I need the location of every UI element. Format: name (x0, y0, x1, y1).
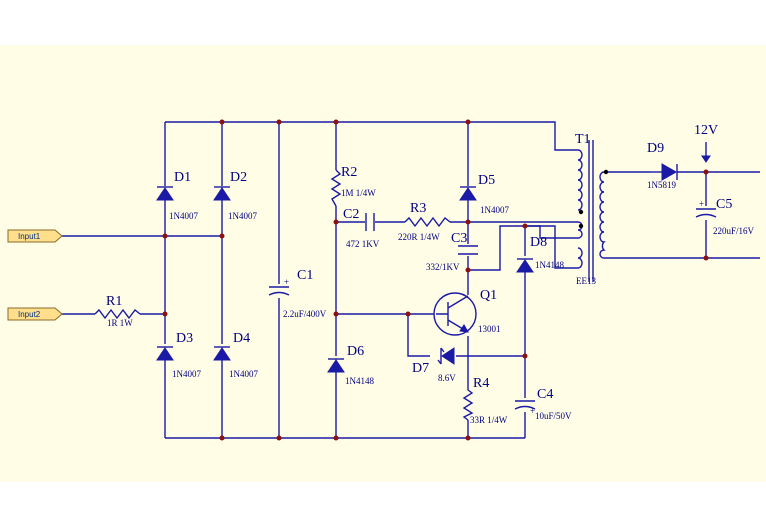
transformer-t1 (577, 140, 609, 282)
value-c1: 2.2uF/400V (283, 309, 327, 319)
wires (60, 121, 760, 439)
diode-d1 (156, 186, 174, 201)
label-d1: D1 (174, 170, 191, 185)
port-input1-label: Input1 (18, 232, 41, 241)
diode-d4 (213, 344, 231, 361)
value-t1: EE13 (576, 276, 596, 286)
label-r1: R1 (106, 294, 122, 309)
value-c5: 220uF/16V (713, 226, 755, 236)
label-c2: C2 (343, 207, 359, 222)
label-r4: R4 (473, 376, 489, 391)
value-c2: 472 1KV (346, 239, 380, 249)
label-r2: R2 (341, 165, 357, 180)
value-d9: 1N5819 (647, 180, 676, 190)
label-c1: C1 (297, 268, 313, 283)
capacitor-c3 (457, 244, 479, 256)
capacitor-c2 (365, 212, 375, 232)
label-d3: D3 (176, 331, 193, 346)
label-d8: D8 (530, 235, 547, 250)
diode-d8 (516, 256, 534, 273)
label-d7: D7 (412, 361, 429, 376)
label-q1: Q1 (480, 288, 497, 303)
diode-d9 (650, 163, 695, 181)
capacitor-c1: + (268, 277, 290, 298)
zener-d7 (436, 347, 455, 365)
output-voltage-label: 12V (694, 123, 718, 138)
label-d6: D6 (347, 344, 364, 359)
value-r2: 1M 1/4W (341, 188, 376, 198)
value-d5: 1N4007 (480, 205, 509, 215)
label-c5: C5 (716, 197, 732, 212)
value-d7: 8.6V (438, 373, 456, 383)
value-d3: 1N4007 (172, 369, 201, 379)
transistor-q1 (433, 292, 477, 336)
svg-text:+: + (284, 277, 289, 287)
port-input2: Input2 (7, 307, 63, 321)
resistor-r3 (404, 216, 451, 228)
value-r1: 1R 1W (107, 318, 133, 328)
schematic-sheet (0, 45, 766, 482)
value-d2: 1N4007 (228, 211, 257, 221)
output-arrow (701, 142, 711, 163)
label-d5: D5 (478, 173, 495, 188)
port-input2-label: Input2 (18, 310, 41, 319)
resistor-r4 (462, 389, 474, 421)
label-c3: C3 (451, 231, 467, 246)
value-q1: 13001 (478, 324, 501, 334)
label-d9: D9 (647, 141, 664, 156)
value-r4: 33R 1/4W (470, 415, 508, 425)
value-d8: 1N4148 (535, 260, 564, 270)
label-r3: R3 (410, 201, 426, 216)
diode-d5 (459, 186, 477, 201)
label-d4: D4 (233, 331, 250, 346)
svg-text:+: + (699, 199, 704, 209)
value-c4: 10uF/50V (535, 411, 572, 421)
value-r3: 220R 1/4W (398, 232, 440, 242)
value-d1: 1N4007 (169, 211, 198, 221)
capacitor-c5: + (695, 199, 717, 220)
value-d4: 1N4007 (229, 369, 258, 379)
resistor-r1 (94, 308, 141, 320)
label-t1: T1 (575, 132, 591, 147)
labels: D1 1N4007 D2 1N4007 D3 1N4007 D4 1N4007 … (106, 123, 755, 425)
diode-d3 (156, 344, 174, 361)
value-c3: 332/1KV (426, 262, 460, 272)
diode-d2 (213, 186, 231, 201)
label-d2: D2 (230, 170, 247, 185)
resistor-r2 (330, 169, 342, 207)
diode-d6 (327, 356, 345, 373)
junctions (162, 119, 709, 441)
label-c4: C4 (537, 387, 553, 402)
port-input1: Input1 (7, 229, 63, 243)
svg-text:+: + (530, 406, 535, 416)
capacitor-c4: + (514, 398, 536, 416)
value-d6: 1N4148 (345, 376, 374, 386)
